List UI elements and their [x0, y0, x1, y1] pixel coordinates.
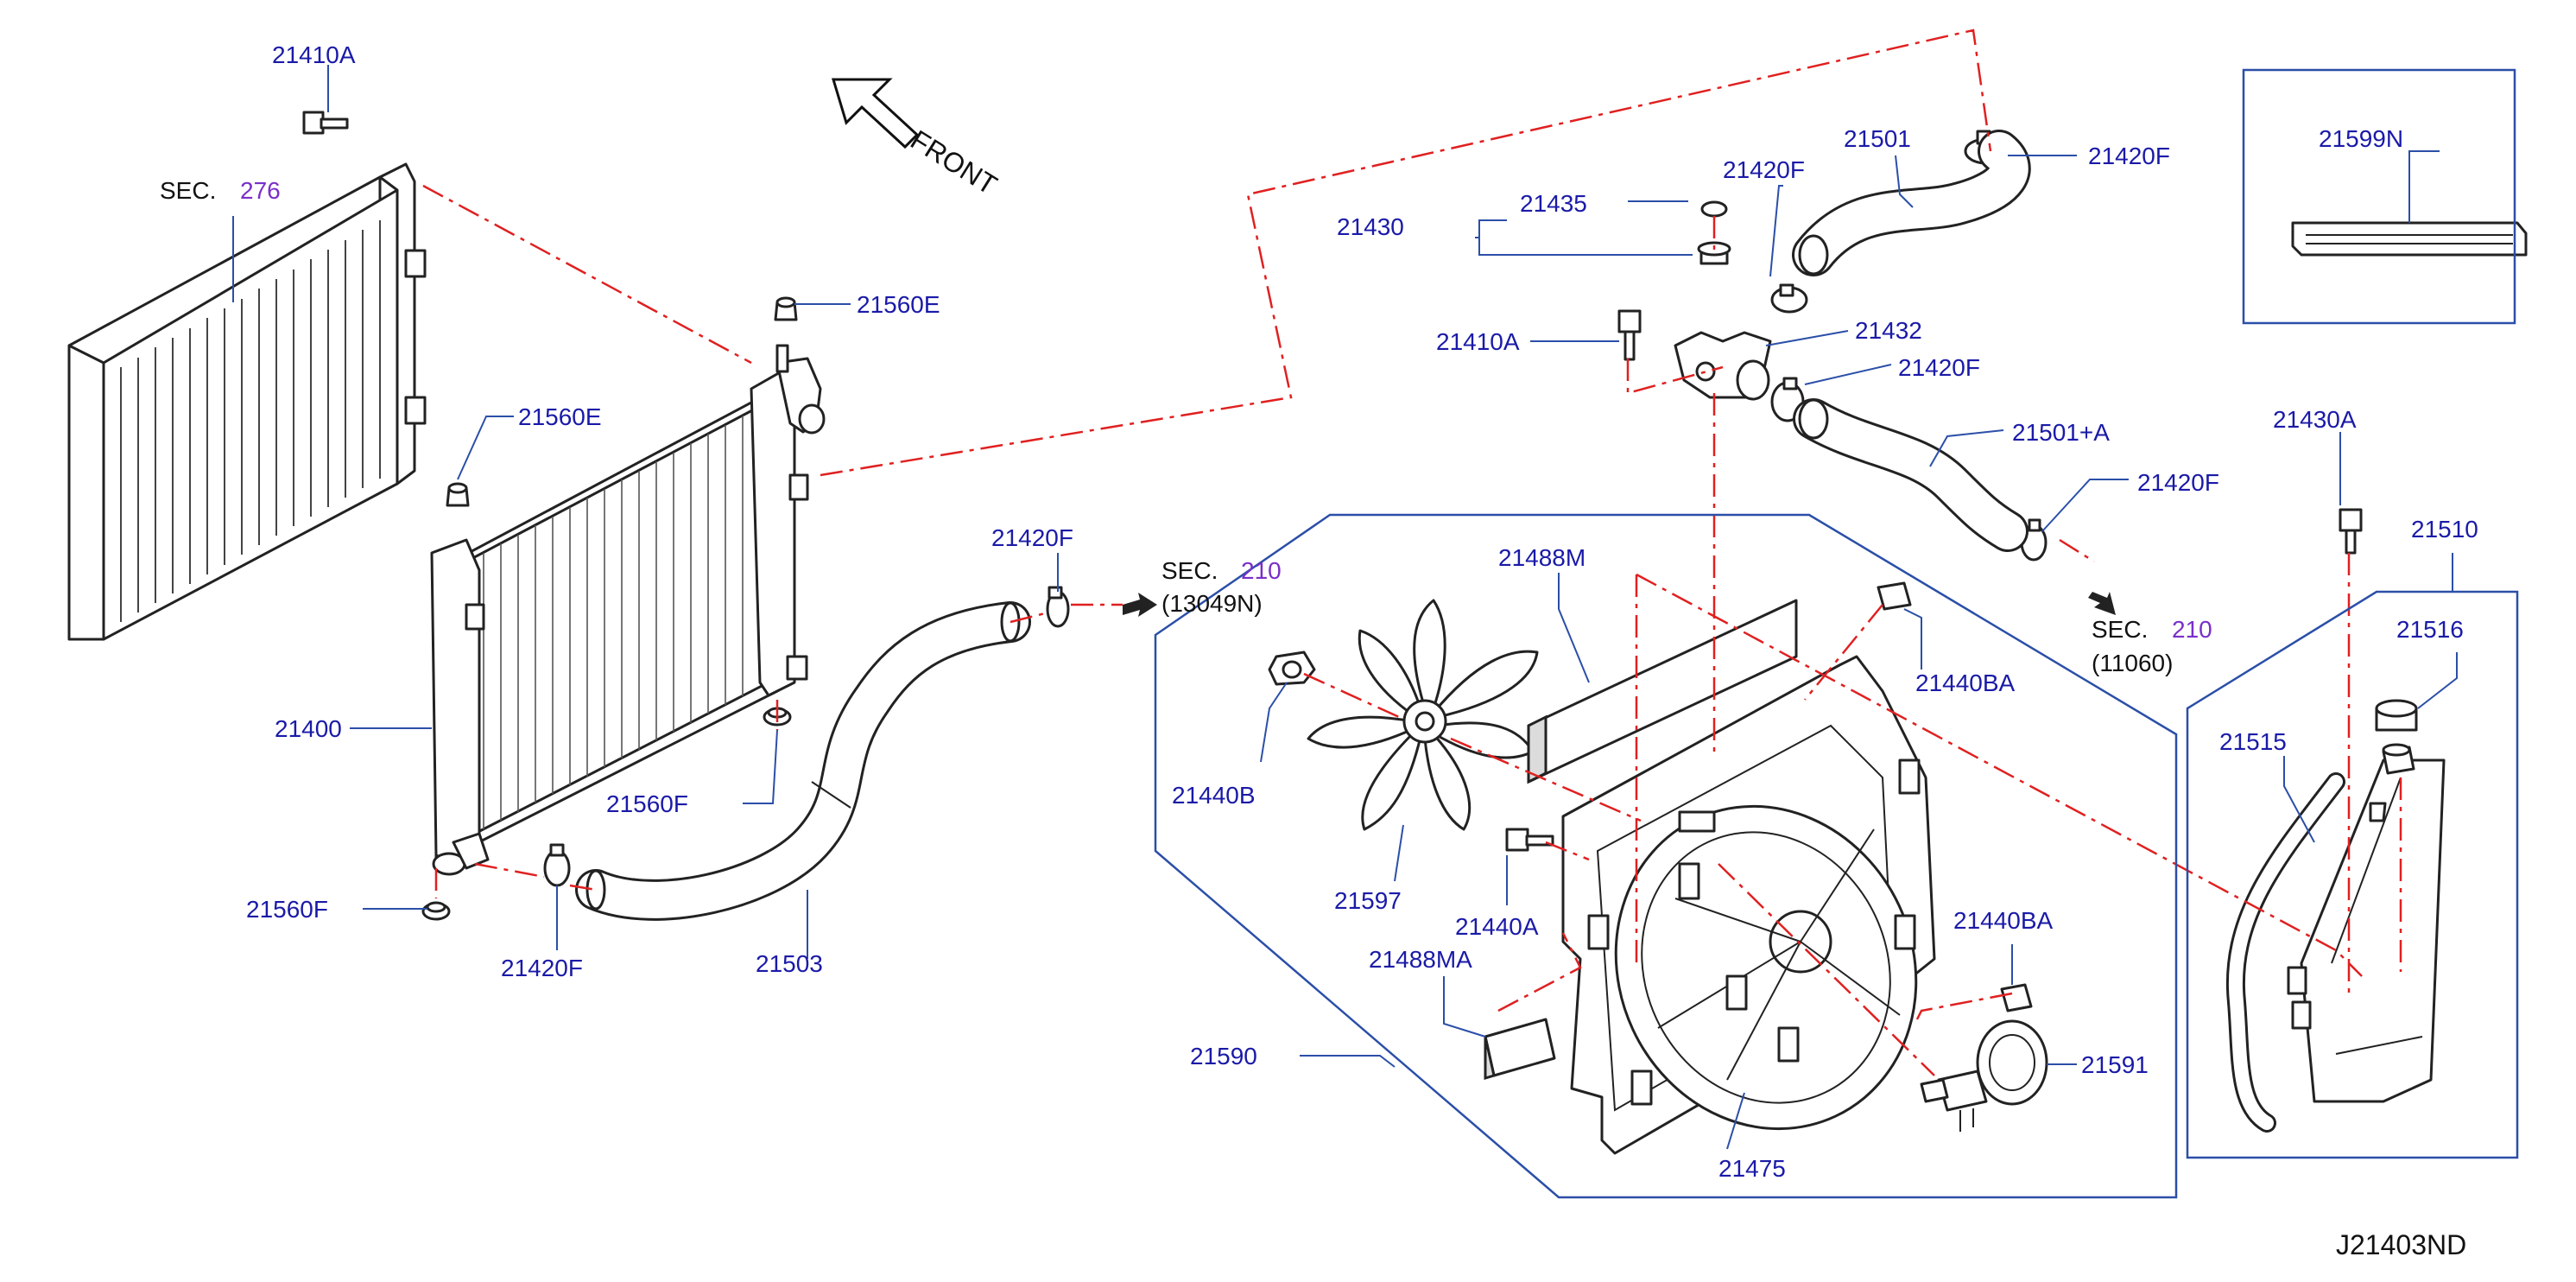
clip-icon	[1877, 581, 2033, 1012]
flow-arrow-icon	[1123, 592, 2116, 617]
sec210b-sub: (11060)	[2092, 650, 2173, 676]
fan-shroud-icon	[1561, 655, 1936, 1155]
sec210a-sub: (13049N)	[1161, 590, 1263, 617]
label-21430: 21430	[1337, 213, 1404, 240]
label-21420F-thermo: 21420F	[2088, 143, 2170, 169]
label-21488MA: 21488MA	[1369, 946, 1472, 973]
fan-assembly-box	[1154, 513, 2178, 1199]
sec210a-number: 210	[1241, 557, 1282, 584]
overflow-hose-icon	[2225, 772, 2345, 1133]
front-arrow-icon	[831, 78, 920, 149]
label-21420F-top: 21420F	[1723, 156, 1805, 183]
label-21515: 21515	[2219, 728, 2287, 755]
fan-blade-icon	[1307, 599, 1539, 831]
diagram-code: J21403ND	[2336, 1229, 2466, 1260]
label-21560E-left: 21560E	[518, 403, 602, 430]
seal-strip-icon	[1527, 599, 1798, 784]
label-21510: 21510	[2411, 516, 2478, 543]
label-21591: 21591	[2081, 1051, 2149, 1078]
label-21432: 21432	[1855, 317, 1922, 344]
hose-clamp-icon	[543, 130, 2048, 887]
leader-lines	[232, 65, 2458, 1150]
label-21420F-bottom: 21420F	[501, 955, 583, 981]
seal-block-icon	[1484, 1018, 1556, 1081]
label-21440A: 21440A	[1455, 913, 1539, 940]
label-21410A-mid: 21410A	[1436, 328, 1520, 355]
reservoir-assembly-box	[2186, 590, 2519, 1159]
label-plate-box	[2242, 68, 2516, 325]
label-21440BA-top: 21440BA	[1915, 670, 2016, 696]
water-outlet-icon	[1674, 200, 1772, 401]
radiator-icon	[430, 344, 826, 876]
label-21488M: 21488M	[1498, 544, 1585, 571]
front-label: FRONT	[905, 124, 1003, 200]
sec276-prefix: SEC.	[160, 177, 216, 204]
upper-hose-icon	[1792, 130, 2031, 276]
label-21516: 21516	[2396, 616, 2464, 643]
label-21501: 21501	[1844, 125, 1911, 152]
label-21400: 21400	[275, 715, 342, 742]
label-21475: 21475	[1718, 1155, 1786, 1182]
label-21430A: 21430A	[2273, 406, 2357, 433]
reservoir-tank-icon	[2287, 743, 2446, 1103]
sec276-number: 276	[240, 177, 281, 204]
bolt-icon	[302, 111, 2363, 852]
label-21560F-bottom: 21560F	[246, 896, 328, 923]
label-21420F-right: 21420F	[2137, 469, 2219, 496]
condenser-icon	[67, 162, 427, 641]
hose-a-icon	[1793, 398, 2029, 552]
label-21599N: 21599N	[2319, 125, 2403, 152]
alignment-centerlines	[422, 29, 2402, 1076]
label-plate-icon	[2291, 221, 2528, 257]
label-21560F-mid: 21560F	[606, 790, 688, 817]
label-21410A-top: 21410A	[272, 41, 356, 68]
label-21420F-mid: 21420F	[1898, 354, 1980, 381]
label-21560E-top: 21560E	[857, 291, 940, 318]
label-21440BA-bottom: 21440BA	[1953, 907, 2054, 934]
sec210b-prefix: SEC.	[2092, 616, 2148, 643]
label-21420F-hose: 21420F	[991, 524, 1073, 551]
label-21597: 21597	[1334, 887, 1402, 914]
label-21440B: 21440B	[1172, 782, 1256, 809]
label-21501A: 21501+A	[2012, 419, 2110, 446]
fan-motor-icon	[1920, 1019, 2048, 1132]
mount-rubber-icon	[421, 296, 798, 921]
label-21590: 21590	[1190, 1043, 1257, 1069]
lower-hose-icon	[575, 601, 1031, 921]
reservoir-cap-icon	[2375, 699, 2418, 732]
nut-icon	[1268, 651, 1316, 686]
sec210a-prefix: SEC.	[1161, 557, 1218, 584]
sec210b-number: 210	[2172, 616, 2212, 643]
label-21435: 21435	[1520, 190, 1587, 217]
label-21503: 21503	[756, 950, 823, 977]
